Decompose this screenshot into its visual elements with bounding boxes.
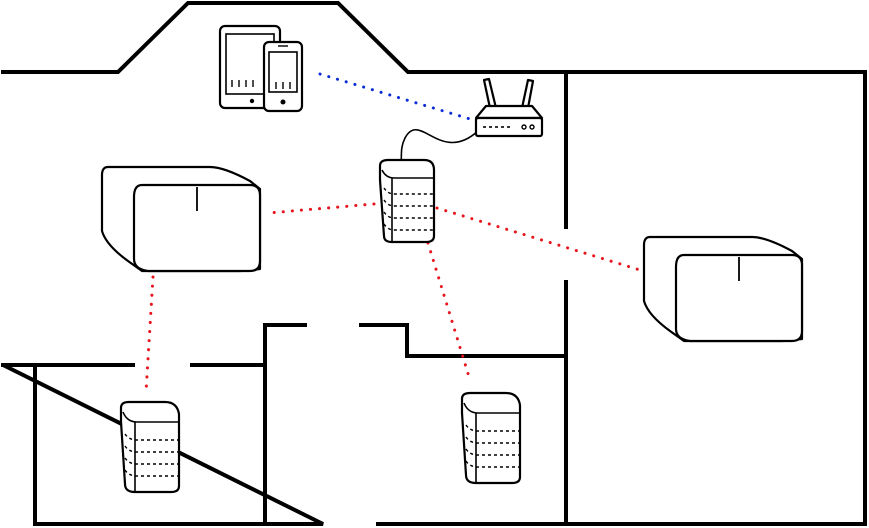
wireless-router-icon [474,77,544,138]
phone-icon [262,40,304,113]
mesh-link-hub-satellite-right [426,241,472,382]
satellite-storage-tower-icon [119,400,181,494]
satellite-storage-tower-icon [460,391,522,485]
mesh-link-hub-speaker-right [435,206,642,272]
connection-links [144,72,642,394]
ethernet-cable-router-hub [400,129,479,164]
wireless-speaker-icon [100,165,262,273]
hall-wall-right [359,323,568,358]
mesh-link-speaker-satellite-left [144,275,155,394]
wireless-speaker-icon [642,235,804,343]
tablet-and-phone-icon [218,24,304,113]
wireless-link-controller-router [318,72,472,121]
hub-storage-tower-icon [378,158,436,244]
hall-wall-left [263,323,307,526]
mesh-link-hub-speaker-left [266,202,376,215]
